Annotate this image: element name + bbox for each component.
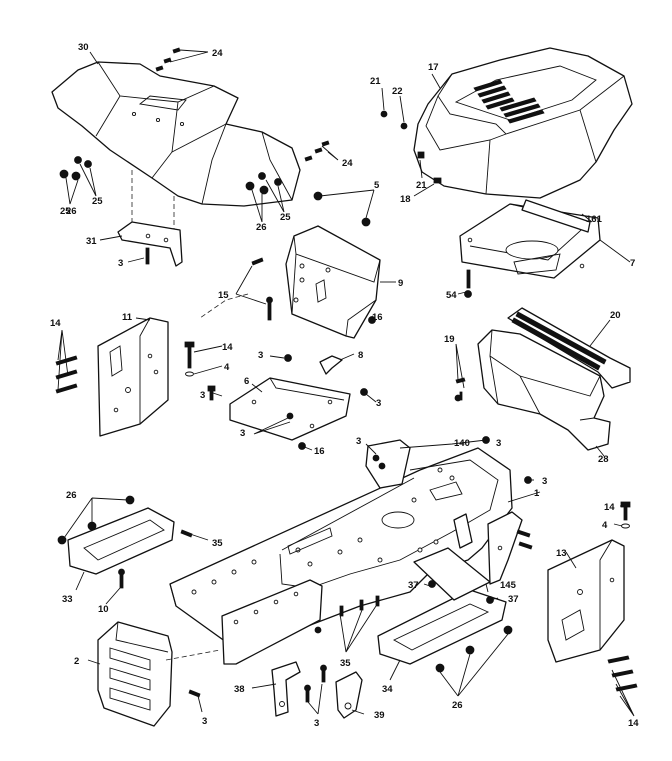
callout-3: 3 [314,718,319,729]
callout-3: 3 [118,258,123,269]
footrest-33 [67,507,175,575]
side-panel-11 [97,317,169,437]
callout-25: 25 [60,206,71,217]
strip-161 [521,199,591,233]
callout-3: 3 [258,350,263,361]
callout-35: 35 [340,658,351,669]
bolts-14-right [607,655,638,692]
hood-part [413,47,633,199]
callout-14: 14 [222,342,233,353]
callout-14: 14 [628,718,639,729]
callout-25: 25 [92,196,103,207]
callout-21: 21 [370,76,381,87]
callout-37: 37 [408,580,419,591]
screws-15 [251,257,273,321]
callout-1: 1 [534,488,540,499]
fender-part [51,61,301,207]
callout-4: 4 [224,362,230,373]
leader-lines [57,49,635,717]
callout-19: 19 [444,334,455,345]
callout-26: 26 [66,490,77,501]
callout-3: 3 [356,436,361,447]
floor-plate-6 [229,377,351,441]
grille-housing-28 [477,329,611,451]
callout-31: 31 [86,236,97,247]
callout-26: 26 [256,222,267,233]
bracket-38 [271,661,301,717]
bracket-145 [413,547,491,601]
fastener-54 [464,269,472,298]
callout-3: 3 [376,398,381,409]
callout-9: 9 [398,278,403,289]
hood-vents [473,79,545,124]
bracket-39 [335,671,363,719]
callout-24: 24 [342,158,353,169]
frame-rail-left [221,579,323,665]
callout-6: 6 [244,376,249,387]
plate-7 [459,203,601,279]
callout-37: 37 [508,594,519,605]
callout-3: 3 [202,716,207,727]
callout-34: 34 [382,684,393,695]
bolt-14-washer-4 [184,341,195,377]
plate-2 [97,621,173,727]
callout-labels: 30 24 24 25 25 26 26 25 31 3 15 5 9 16 2… [50,42,639,729]
callout-5: 5 [374,180,380,191]
nut-5 [313,191,371,227]
callout-2: 2 [74,656,79,667]
bracket-140 [365,439,411,489]
callout-14: 14 [604,502,615,513]
callout-8: 8 [358,350,363,361]
callout-161: 161 [586,214,603,225]
callout-22: 22 [392,86,403,97]
callout-35: 35 [212,538,223,549]
callout-13: 13 [556,548,567,559]
callout-4: 4 [602,520,608,531]
callout-33: 33 [62,594,73,605]
callout-21: 21 [416,180,427,191]
callout-24: 24 [212,48,223,59]
callout-3: 3 [240,428,245,439]
callout-140: 140 [454,438,470,449]
callout-3: 3 [542,476,547,487]
callout-18: 18 [400,194,411,205]
callout-7: 7 [630,258,635,269]
callout-28: 28 [598,454,609,465]
callout-3: 3 [496,438,501,449]
callout-145: 145 [500,580,517,591]
screw-24-group [155,47,330,162]
callout-10: 10 [98,604,109,615]
callout-38: 38 [234,684,245,695]
side-panel-13 [547,539,625,663]
callout-39: 39 [374,710,385,721]
callout-11: 11 [122,312,133,323]
callout-15: 15 [218,290,229,301]
callout-20: 20 [610,310,621,321]
frame-bracket-right [487,511,523,585]
bolts-14-left [55,355,78,394]
callout-54: 54 [446,290,457,301]
callout-3: 3 [200,390,205,401]
callout-26: 26 [452,700,463,711]
grille-20 [507,307,631,389]
callout-30: 30 [78,42,89,53]
callout-17: 17 [428,62,439,73]
bolt-14-washer-4-right [620,501,631,529]
dash-panel-9 [285,225,381,339]
callout-14: 14 [50,318,61,329]
bracket-31 [117,221,183,267]
callout-25: 25 [280,212,291,223]
callout-26: 26 [66,206,77,217]
callout-16: 16 [314,446,325,457]
nut-group-left [59,156,282,195]
callout-16: 16 [372,312,383,323]
clip-8 [319,355,343,375]
main-frame-1 [169,447,513,653]
